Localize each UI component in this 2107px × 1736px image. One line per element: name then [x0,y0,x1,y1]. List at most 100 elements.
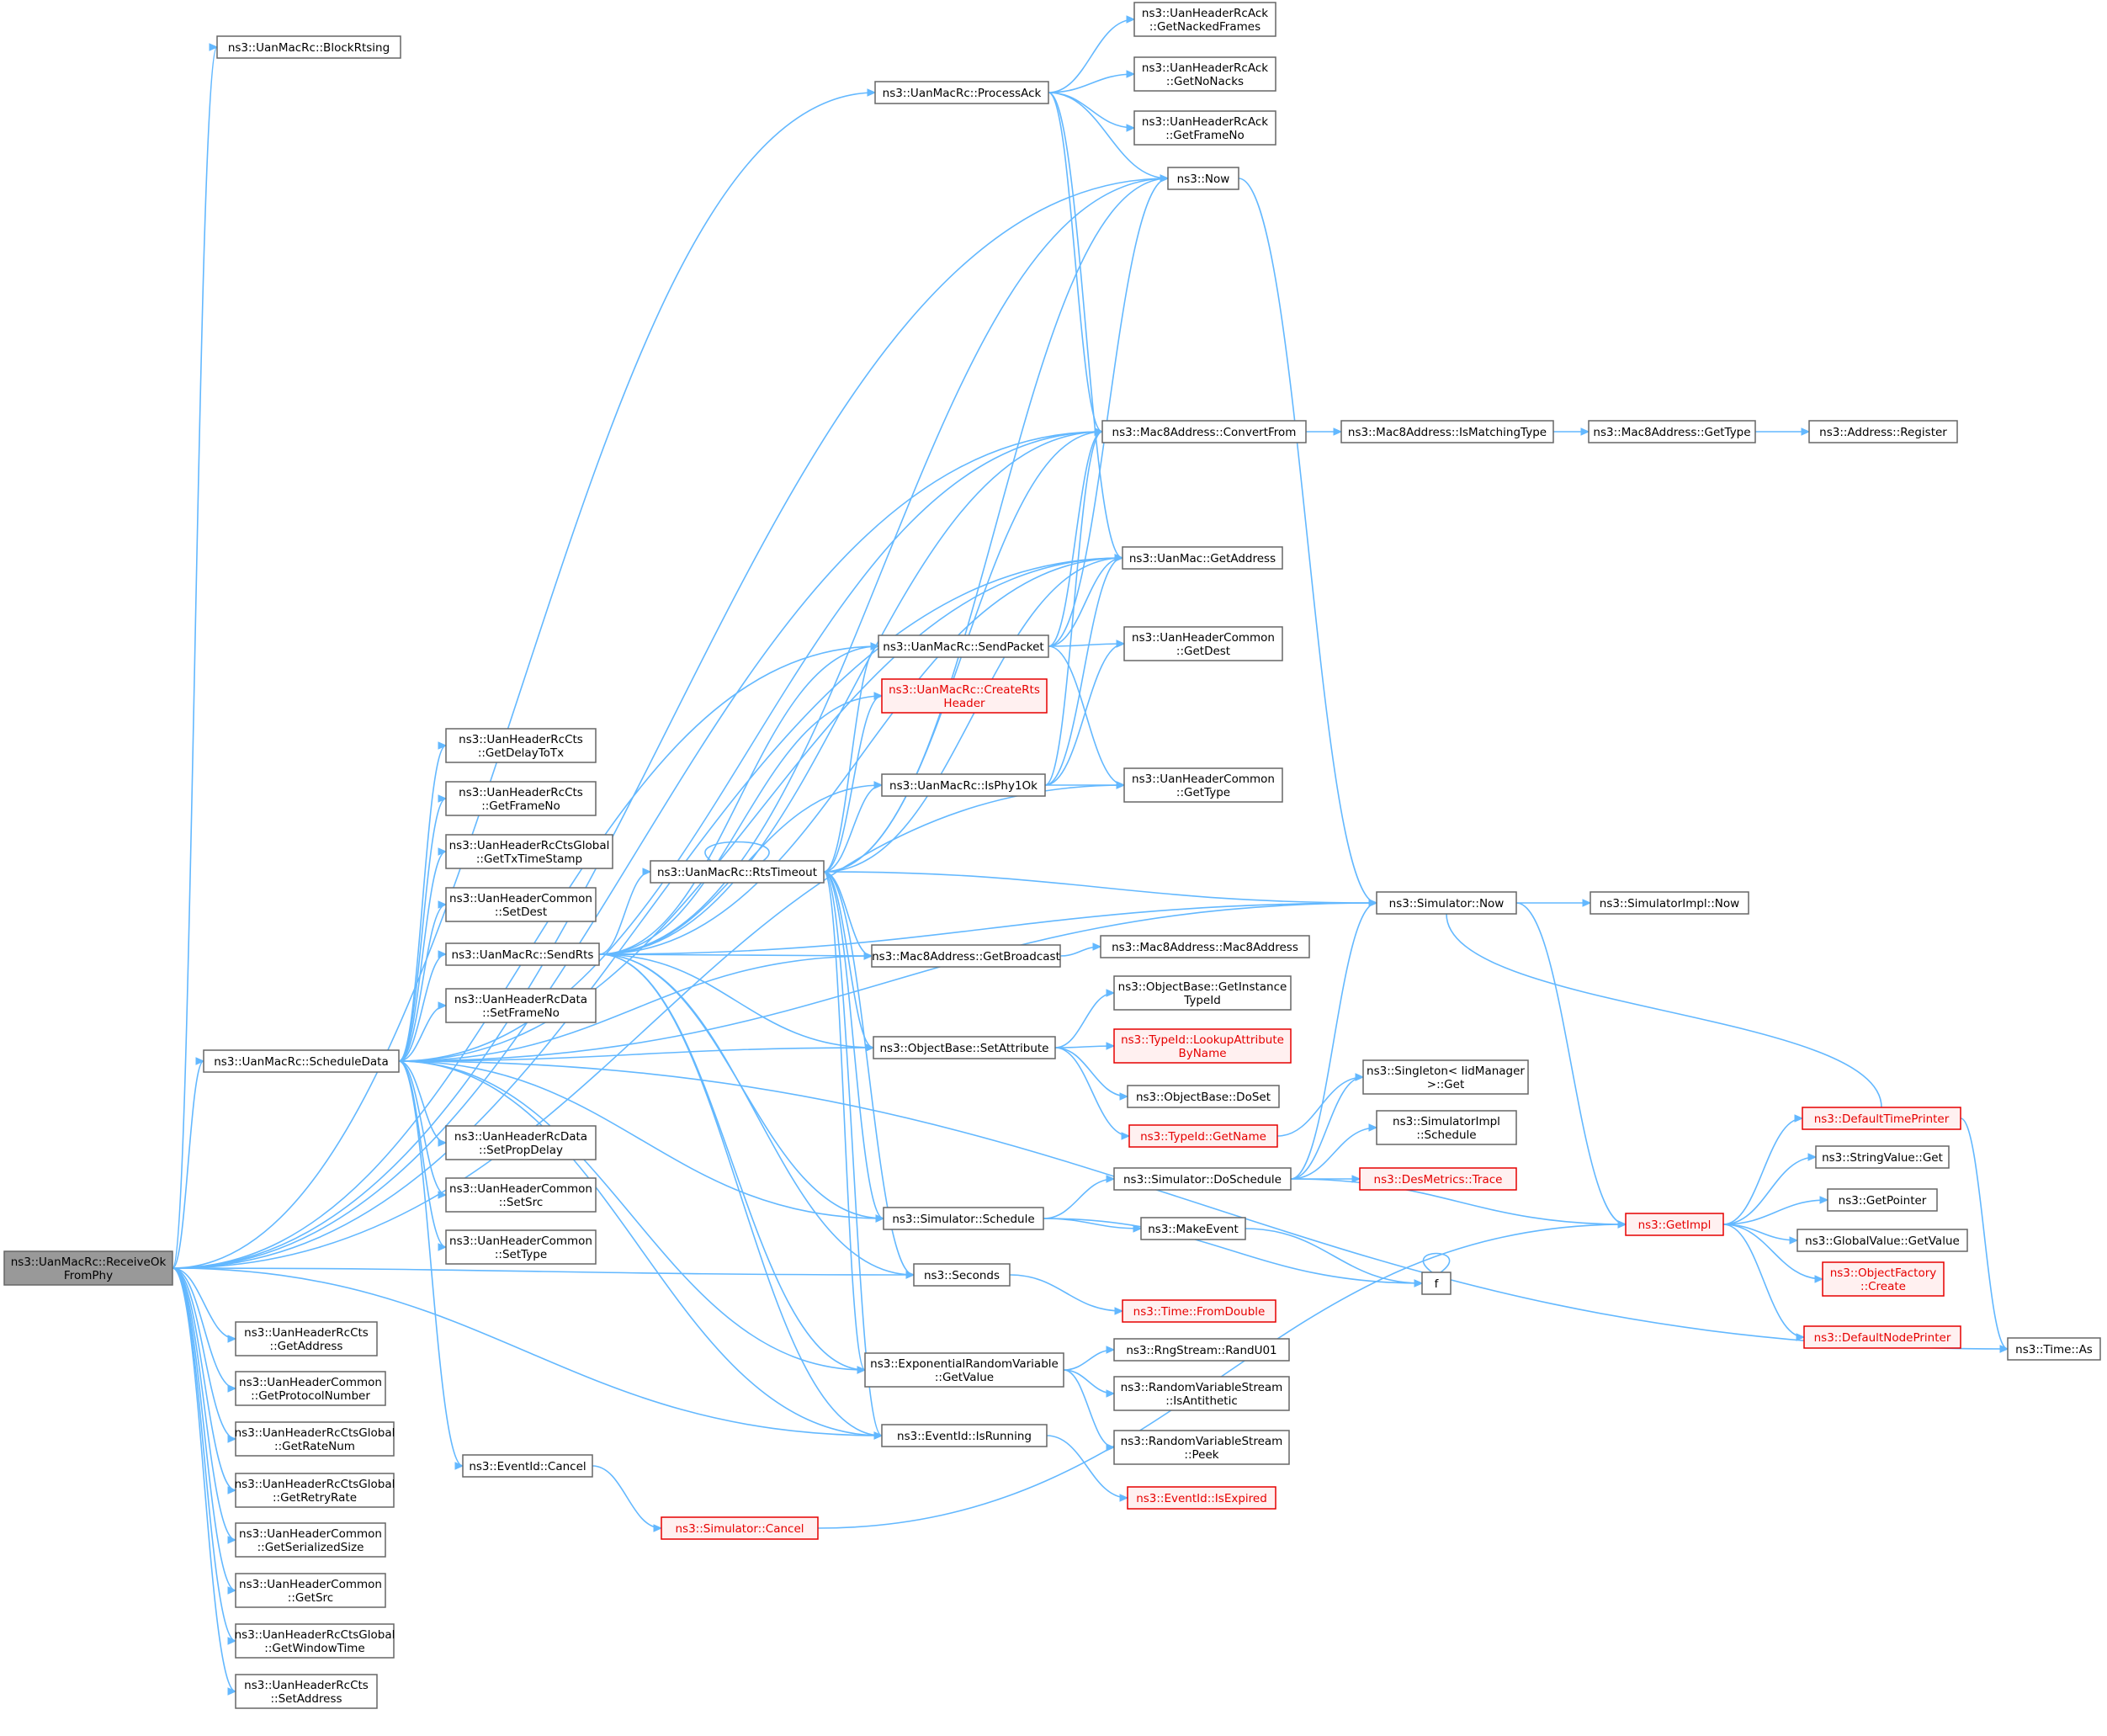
node-isrunning[interactable]: ns3::EventId::IsRunning [881,1424,1048,1447]
edge-arrowhead [1807,1153,1818,1161]
node-nonacks[interactable]: ns3::UanHeaderRcAck::GetNoNacks [1133,56,1276,92]
node-label: ::SetSrc [499,1196,544,1209]
node-getretryrate[interactable]: ns3::UanHeaderRcCtsGlobal::GetRetryRate [235,1473,395,1508]
node-sendpacket[interactable]: ns3::UanMacRc::SendPacket [878,634,1049,658]
node-label: ::SetAddress [270,1692,342,1706]
node-doschedule[interactable]: ns3::Simulator::DoSchedule [1113,1167,1292,1191]
edge-root-to-gettype_common [172,784,1125,1269]
node-setsrc[interactable]: ns3::UanHeaderCommon::SetSrc [445,1177,597,1213]
edge-root-to-getretryrate [172,1267,236,1491]
node-ismatching[interactable]: ns3::Mac8Address::IsMatchingType [1340,420,1554,443]
node-makeevent[interactable]: ns3::MakeEvent [1140,1217,1246,1240]
edge-processack-to-frameno_ack [1048,92,1135,129]
node-getaddress_cts[interactable]: ns3::UanHeaderRcCts::GetAddress [235,1321,378,1356]
node-seconds[interactable]: ns3::Seconds [913,1263,1011,1287]
node-getdest[interactable]: ns3::UanHeaderCommon::GetDest [1123,626,1283,661]
node-getframeno_cts[interactable]: ns3::UanHeaderRcCts::GetFrameNo [445,781,597,816]
node-objectfactory[interactable]: ns3::ObjectFactory::Create [1822,1261,1945,1297]
node-mac8ctor[interactable]: ns3::Mac8Address::Mac8Address [1100,935,1310,958]
node-getserialized[interactable]: ns3::UanHeaderCommon::GetSerializedSize [235,1522,386,1558]
node-getsrc[interactable]: ns3::UanHeaderCommon::GetSrc [235,1573,386,1608]
node-eventcancel[interactable]: ns3::EventId::Cancel [462,1454,593,1478]
node-expgetvalue[interactable]: ns3::ExponentialRandomVariable::GetValue [864,1352,1064,1388]
node-getdelaytotx[interactable]: ns3::UanHeaderRcCts::GetDelayToTx [445,728,597,763]
node-nacked[interactable]: ns3::UanHeaderRcAck::GetNackedFrames [1133,2,1276,37]
edge-arrowhead [1094,427,1104,436]
node-scheduledata[interactable]: ns3::UanMacRc::ScheduleData [203,1049,400,1073]
node-gettype_common[interactable]: ns3::UanHeaderCommon::GetType [1123,767,1283,803]
edge-arrowhead [438,950,448,958]
node-timeas[interactable]: ns3::Time::As [2007,1337,2101,1361]
node-label: ns3::UanHeaderRcCts [244,1679,369,1692]
node-label: ns3::UanHeaderRcAck [1142,115,1268,129]
node-label: ns3::EventId::IsRunning [897,1430,1032,1443]
node-simimplnow[interactable]: ns3::SimulatorImpl::Now [1590,891,1749,915]
node-getimpl[interactable]: ns3::GetImpl [1625,1213,1724,1236]
node-setframeno[interactable]: ns3::UanHeaderRcData::SetFrameNo [445,988,597,1023]
node-getpointer[interactable]: ns3::GetPointer [1827,1188,1938,1212]
edge-arrowhead [867,88,877,97]
node-fromdouble[interactable]: ns3::Time::FromDouble [1122,1299,1276,1323]
node-sendrts[interactable]: ns3::UanMacRc::SendRts [445,942,600,966]
node-label: ::IsAntithetic [1165,1394,1238,1408]
node-getratenum[interactable]: ns3::UanHeaderRcCtsGlobal::GetRateNum [235,1421,395,1457]
node-label: ns3::MakeEvent [1148,1223,1239,1236]
node-trace[interactable]: ns3::DesMetrics::Trace [1359,1167,1517,1191]
node-randu01[interactable]: ns3::RngStream::RandU01 [1113,1338,1290,1362]
node-doset[interactable]: ns3::ObjectBase::DoSet [1127,1085,1280,1108]
node-peek[interactable]: ns3::RandomVariableStream::Peek [1113,1430,1290,1465]
node-setattribute[interactable]: ns3::ObjectBase::SetAttribute [873,1036,1056,1059]
node-label: ByName [1178,1047,1226,1060]
node-getwindowtime[interactable]: ns3::UanHeaderRcCtsGlobal::GetWindowTime [235,1623,395,1659]
node-isphy1ok[interactable]: ns3::UanMacRc::IsPhy1Ok [881,773,1046,797]
node-simnow[interactable]: ns3::Simulator::Now [1376,891,1517,915]
node-box [1803,1325,1961,1349]
node-settype[interactable]: ns3::UanHeaderCommon::SetType [445,1229,597,1265]
node-defaultnodeprinter[interactable]: ns3::DefaultNodePrinter [1803,1325,1961,1349]
edge-makeevent-to-f [1245,1228,1423,1284]
node-simimplschedule[interactable]: ns3::SimulatorImpl::Schedule [1376,1110,1517,1145]
node-gettype_mac8[interactable]: ns3::Mac8Address::GetType [1588,420,1756,443]
node-setaddress[interactable]: ns3::UanHeaderRcCts::SetAddress [235,1674,378,1709]
node-singleton[interactable]: ns3::Singleton< IidManager>::Get [1362,1059,1529,1095]
node-stringvalueget[interactable]: ns3::StringValue::Get [1815,1145,1950,1169]
node-now[interactable]: ns3::Now [1167,167,1239,190]
node-isantithetic[interactable]: ns3::RandomVariableStream::IsAntithetic [1113,1376,1290,1411]
node-label: ns3::SimulatorImpl::Now [1600,897,1739,910]
node-globalvalue[interactable]: ns3::GlobalValue::GetValue [1797,1229,1968,1252]
node-blockrts[interactable]: ns3::UanMacRc::BlockRtsing [216,35,401,59]
node-getname[interactable]: ns3::TypeId::GetName [1128,1124,1278,1148]
edge-setattribute-to-doset [1054,1047,1128,1097]
node-box [913,1263,1011,1287]
node-getbroadcast[interactable]: ns3::Mac8Address::GetBroadcast [871,944,1061,968]
node-getaddress_mac[interactable]: ns3::UanMac::GetAddress [1122,546,1283,570]
node-setdest[interactable]: ns3::UanHeaderCommon::SetDest [445,887,597,922]
node-gettxtimestamp[interactable]: ns3::UanHeaderRcCtsGlobal::GetTxTimeStam… [445,834,613,869]
node-box [235,1573,386,1608]
node-simschedule[interactable]: ns3::Simulator::Schedule [883,1207,1044,1230]
node-isexpired[interactable]: ns3::EventId::IsExpired [1127,1486,1276,1510]
node-setpropdelay[interactable]: ns3::UanHeaderRcData::SetPropDelay [445,1125,597,1160]
node-register[interactable]: ns3::Address::Register [1808,420,1958,443]
edge-arrowhead [1580,427,1590,436]
node-processack[interactable]: ns3::UanMacRc::ProcessAck [874,81,1049,104]
node-defaulttimeprinter[interactable]: ns3::DefaultTimePrinter [1802,1107,1961,1130]
edge-scheduledata-to-getframeno_cts [398,798,447,1062]
node-label: ns3::UanHeaderCommon [449,1182,592,1196]
node-f[interactable]: f [1421,1271,1452,1295]
node-getprotocol[interactable]: ns3::UanHeaderCommon::GetProtocolNumber [235,1371,386,1406]
node-simcancel[interactable]: ns3::Simulator::Cancel [661,1516,819,1540]
node-label: ns3::StringValue::Get [1822,1151,1943,1165]
node-label: ns3::UanHeaderCommon [239,1527,382,1541]
node-rtstimeout[interactable]: ns3::UanMacRc::RtsTimeout [650,860,825,884]
edge-arrowhead [1106,1042,1116,1050]
node-label: ns3::UanMacRc::CreateRts [889,683,1040,697]
node-label: TypeId [1183,994,1221,1007]
edge-getimpl-to-objectfactory [1722,1224,1823,1280]
node-convertfrom[interactable]: ns3::Mac8Address::ConvertFrom [1101,420,1307,443]
node-frameno_ack[interactable]: ns3::UanHeaderRcAck::GetFrameNo [1133,110,1276,146]
